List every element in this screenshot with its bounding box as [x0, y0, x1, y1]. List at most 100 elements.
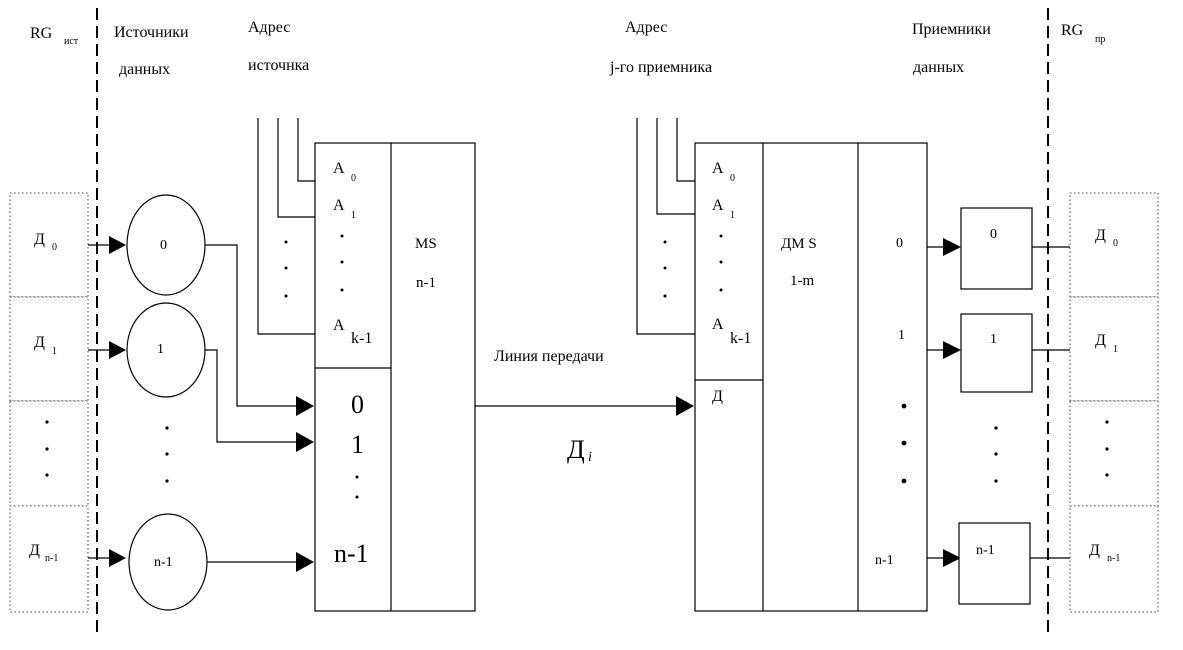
demux-address-a0: A 0	[712, 160, 735, 184]
header-receivers: Приемники данных	[912, 21, 991, 76]
transmission-line-label: Линия передачи	[494, 348, 604, 365]
svg-text:A: A	[712, 197, 724, 214]
transmission-line: Линия передачи Д i	[475, 348, 694, 465]
svg-text:n-1: n-1	[1107, 553, 1120, 564]
svg-text:A: A	[712, 160, 724, 177]
svg-text:A: A	[333, 197, 345, 214]
header-dest-address: Адрес j-го приемника	[609, 19, 712, 76]
svg-text:Д: Д	[1095, 332, 1106, 349]
mux-address-ak-1: A k-1	[333, 317, 372, 347]
mux-label: MS	[415, 236, 437, 252]
header-rg-dest: RG пр	[1061, 22, 1105, 45]
svg-text:Д: Д	[34, 334, 45, 351]
svg-text:ист: ист	[64, 36, 79, 47]
source-nodes-ellipsis	[165, 426, 169, 483]
svg-text:A: A	[333, 317, 345, 334]
demux-sublabel: 1-m	[790, 273, 814, 289]
source-register-cell-n-1: Д n-1	[29, 542, 58, 564]
svg-text:k-1: k-1	[730, 330, 751, 347]
svg-text:A: A	[333, 160, 345, 177]
svg-text:1: 1	[351, 210, 356, 221]
mux-inputs-ellipsis	[355, 475, 359, 499]
demux-label: ДМ S	[781, 236, 817, 252]
svg-text:пр: пр	[1095, 34, 1105, 45]
dest-register-cell-n-1: Д n-1	[1089, 542, 1120, 564]
svg-text:данных: данных	[119, 61, 170, 78]
svg-text:0: 0	[160, 238, 167, 253]
receivers-ellipsis	[994, 426, 998, 483]
svg-text:1: 1	[1113, 344, 1118, 355]
svg-text:j-го приемника: j-го приемника	[609, 59, 712, 76]
svg-text:n-1: n-1	[45, 553, 58, 564]
svg-text:Д: Д	[34, 231, 45, 248]
svg-text:0: 0	[990, 227, 997, 242]
svg-text:Д: Д	[1089, 542, 1100, 559]
source-address-lines	[257, 118, 315, 335]
demux-address-a1: A 1	[712, 197, 735, 221]
svg-text:0: 0	[351, 173, 356, 184]
mux-address-a0: A 0	[333, 160, 356, 184]
mux-input-0: 0	[351, 390, 364, 419]
mux-input-n-1: n-1	[334, 539, 369, 568]
svg-text:i: i	[588, 450, 592, 465]
source-node-0: 0	[126, 194, 206, 296]
demux-output-0: 0	[896, 236, 903, 251]
svg-text:Д: Д	[567, 435, 585, 464]
source-node-n-1: n-1	[128, 513, 208, 611]
source-to-mux-wires	[205, 244, 314, 572]
demux-output-n-1: n-1	[875, 553, 894, 568]
mux-sublabel: n-1	[416, 275, 436, 291]
receiver-0: 0	[960, 207, 1033, 290]
source-register: Д 0 Д 1 Д n-1	[9, 192, 89, 613]
source-register-ellipsis	[45, 420, 49, 477]
mux-input-1: 1	[351, 430, 364, 459]
svg-text:Д: Д	[29, 542, 40, 559]
svg-text:A: A	[712, 316, 724, 333]
receiver-n-1: n-1	[958, 522, 1031, 605]
mux-address-a1: A 1	[333, 197, 356, 221]
demux-data-input: Д	[712, 388, 723, 405]
demux-output-1: 1	[898, 328, 905, 343]
svg-text:источнка: источнка	[248, 57, 309, 74]
demux-to-receiver-arrows	[927, 238, 961, 567]
svg-text:0: 0	[730, 173, 735, 184]
svg-text:Адрес: Адрес	[248, 19, 290, 36]
dest-register-cell-0: Д 0	[1095, 227, 1118, 249]
header-source-address: Адрес источнка	[248, 19, 309, 74]
register-to-source-arrows	[88, 236, 126, 567]
svg-text:1: 1	[157, 342, 164, 357]
svg-text:1: 1	[730, 210, 735, 221]
svg-text:Приемники: Приемники	[912, 21, 991, 38]
dest-register-ellipsis	[1105, 420, 1109, 477]
dest-register-cell-1: Д 1	[1095, 332, 1118, 355]
svg-text:0: 0	[1113, 238, 1118, 249]
mux-address-ellipsis	[340, 234, 344, 292]
svg-text:1: 1	[990, 332, 997, 347]
source-register-cell-1: Д 1	[34, 334, 57, 357]
demultiplexer: A 0 A 1 A k-1 Д ДМ S 1-m 0 1 n-1	[694, 142, 928, 612]
multiplexer: A 0 A 1 A k-1 MS n-1 0 1 n-1	[314, 142, 476, 612]
demux-outputs-ellipsis	[901, 403, 907, 484]
dest-address-lines	[636, 118, 695, 335]
header-rg-source: RG ист	[30, 25, 79, 47]
receiver-1: 1	[960, 313, 1033, 393]
svg-text:k-1: k-1	[351, 330, 372, 347]
svg-text:Адрес: Адрес	[625, 19, 667, 36]
svg-text:данных: данных	[913, 59, 964, 76]
svg-text:RG: RG	[30, 25, 53, 42]
demux-address-ak-1: A k-1	[712, 316, 751, 347]
svg-text:n-1: n-1	[976, 543, 995, 558]
svg-text:n-1: n-1	[154, 555, 173, 570]
svg-text:0: 0	[52, 242, 57, 253]
svg-text:RG: RG	[1061, 22, 1084, 39]
demux-address-ellipsis	[719, 234, 723, 292]
source-node-1: 1	[126, 302, 206, 398]
transmitted-data-label: Д i	[567, 435, 592, 465]
svg-text:Источники: Источники	[114, 24, 189, 41]
source-register-cell-0: Д 0	[34, 231, 57, 253]
dest-register: Д 0 Д 1 Д n-1	[1069, 192, 1159, 613]
svg-text:1: 1	[52, 346, 57, 357]
header-sources: Источники данных	[114, 24, 189, 78]
svg-text:Д: Д	[1095, 227, 1106, 244]
